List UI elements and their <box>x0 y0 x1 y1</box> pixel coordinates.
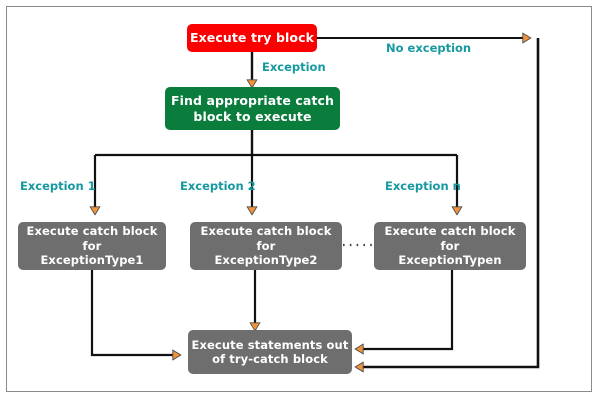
node-catch-block-n[interactable]: Execute catch block for ExceptionTypen <box>374 222 526 270</box>
node-catch-block-n-line2: ExceptionTypen <box>398 253 502 268</box>
edge-label-exception-2: Exception 2 <box>180 179 256 193</box>
edge-label-no-exception: No exception <box>386 41 471 55</box>
node-execute-statements-out-line1: Execute statements out <box>191 337 349 352</box>
edge-label-exception-n: Exception n <box>385 179 461 193</box>
node-catch-block-2-line2: ExceptionType2 <box>214 253 318 268</box>
node-catch-block-2[interactable]: Execute catch block for ExceptionType2 <box>190 222 342 270</box>
node-find-catch-block-line1: Find appropriate catch <box>170 92 335 108</box>
node-execute-statements-out[interactable]: Execute statements out of try-catch bloc… <box>188 330 352 374</box>
edge-label-exception-text: Exception <box>262 60 326 74</box>
node-execute-statements-out-line2: of try-catch block <box>212 352 328 366</box>
node-find-catch-block[interactable]: Find appropriate catch block to execute <box>165 87 340 130</box>
edge-label-exception-2-text: Exception 2 <box>180 179 256 193</box>
edge-label-exception: Exception <box>262 60 326 74</box>
node-execute-try-block-label: Execute try block <box>189 30 315 46</box>
edge-label-no-exception-text: No exception <box>386 41 472 55</box>
node-find-catch-block-line2: block to execute <box>193 108 312 124</box>
node-catch-block-2-line1: Execute catch block for <box>200 224 332 253</box>
edge-label-exception-1-text: Exception 1 <box>20 179 96 193</box>
node-catch-block-n-line1: Execute catch block for <box>384 224 516 253</box>
node-execute-try-block[interactable]: Execute try block <box>187 24 317 52</box>
node-catch-block-1-line2: ExceptionType1 <box>40 253 144 268</box>
node-catch-block-1-line1: Execute catch block for <box>26 224 158 253</box>
edge-label-exception-n-text: Exception n <box>385 179 461 193</box>
node-catch-block-1[interactable]: Execute catch block for ExceptionType1 <box>18 222 166 270</box>
edge-label-exception-1: Exception 1 <box>20 179 96 193</box>
